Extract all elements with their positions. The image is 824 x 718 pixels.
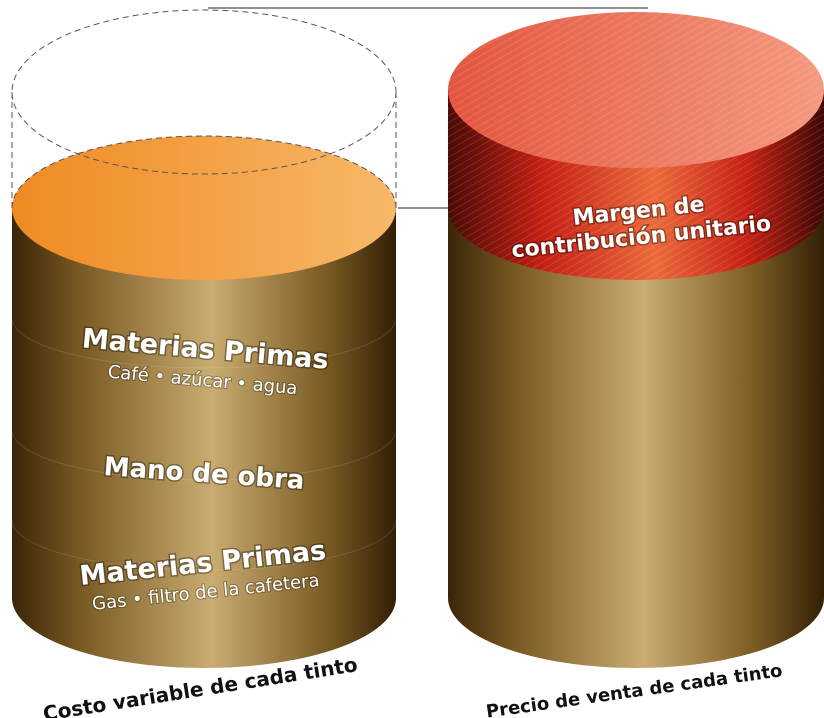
left-cylinder-top xyxy=(12,136,396,280)
left-cylinder: Materias Primas Café • azúcar • agua Man… xyxy=(11,9,397,718)
right-cylinder-caption: Precio de venta de cada tinto xyxy=(485,660,784,718)
left-cylinder-body xyxy=(12,208,396,668)
segment-divider xyxy=(11,519,397,571)
segment-divider xyxy=(11,317,397,369)
segment-divider xyxy=(11,429,397,481)
right-cylinder-top-texture xyxy=(448,12,824,168)
ghost-cylinder-back xyxy=(11,135,397,209)
right-cylinder: Margen de contribución unitario Precio d… xyxy=(448,12,824,718)
